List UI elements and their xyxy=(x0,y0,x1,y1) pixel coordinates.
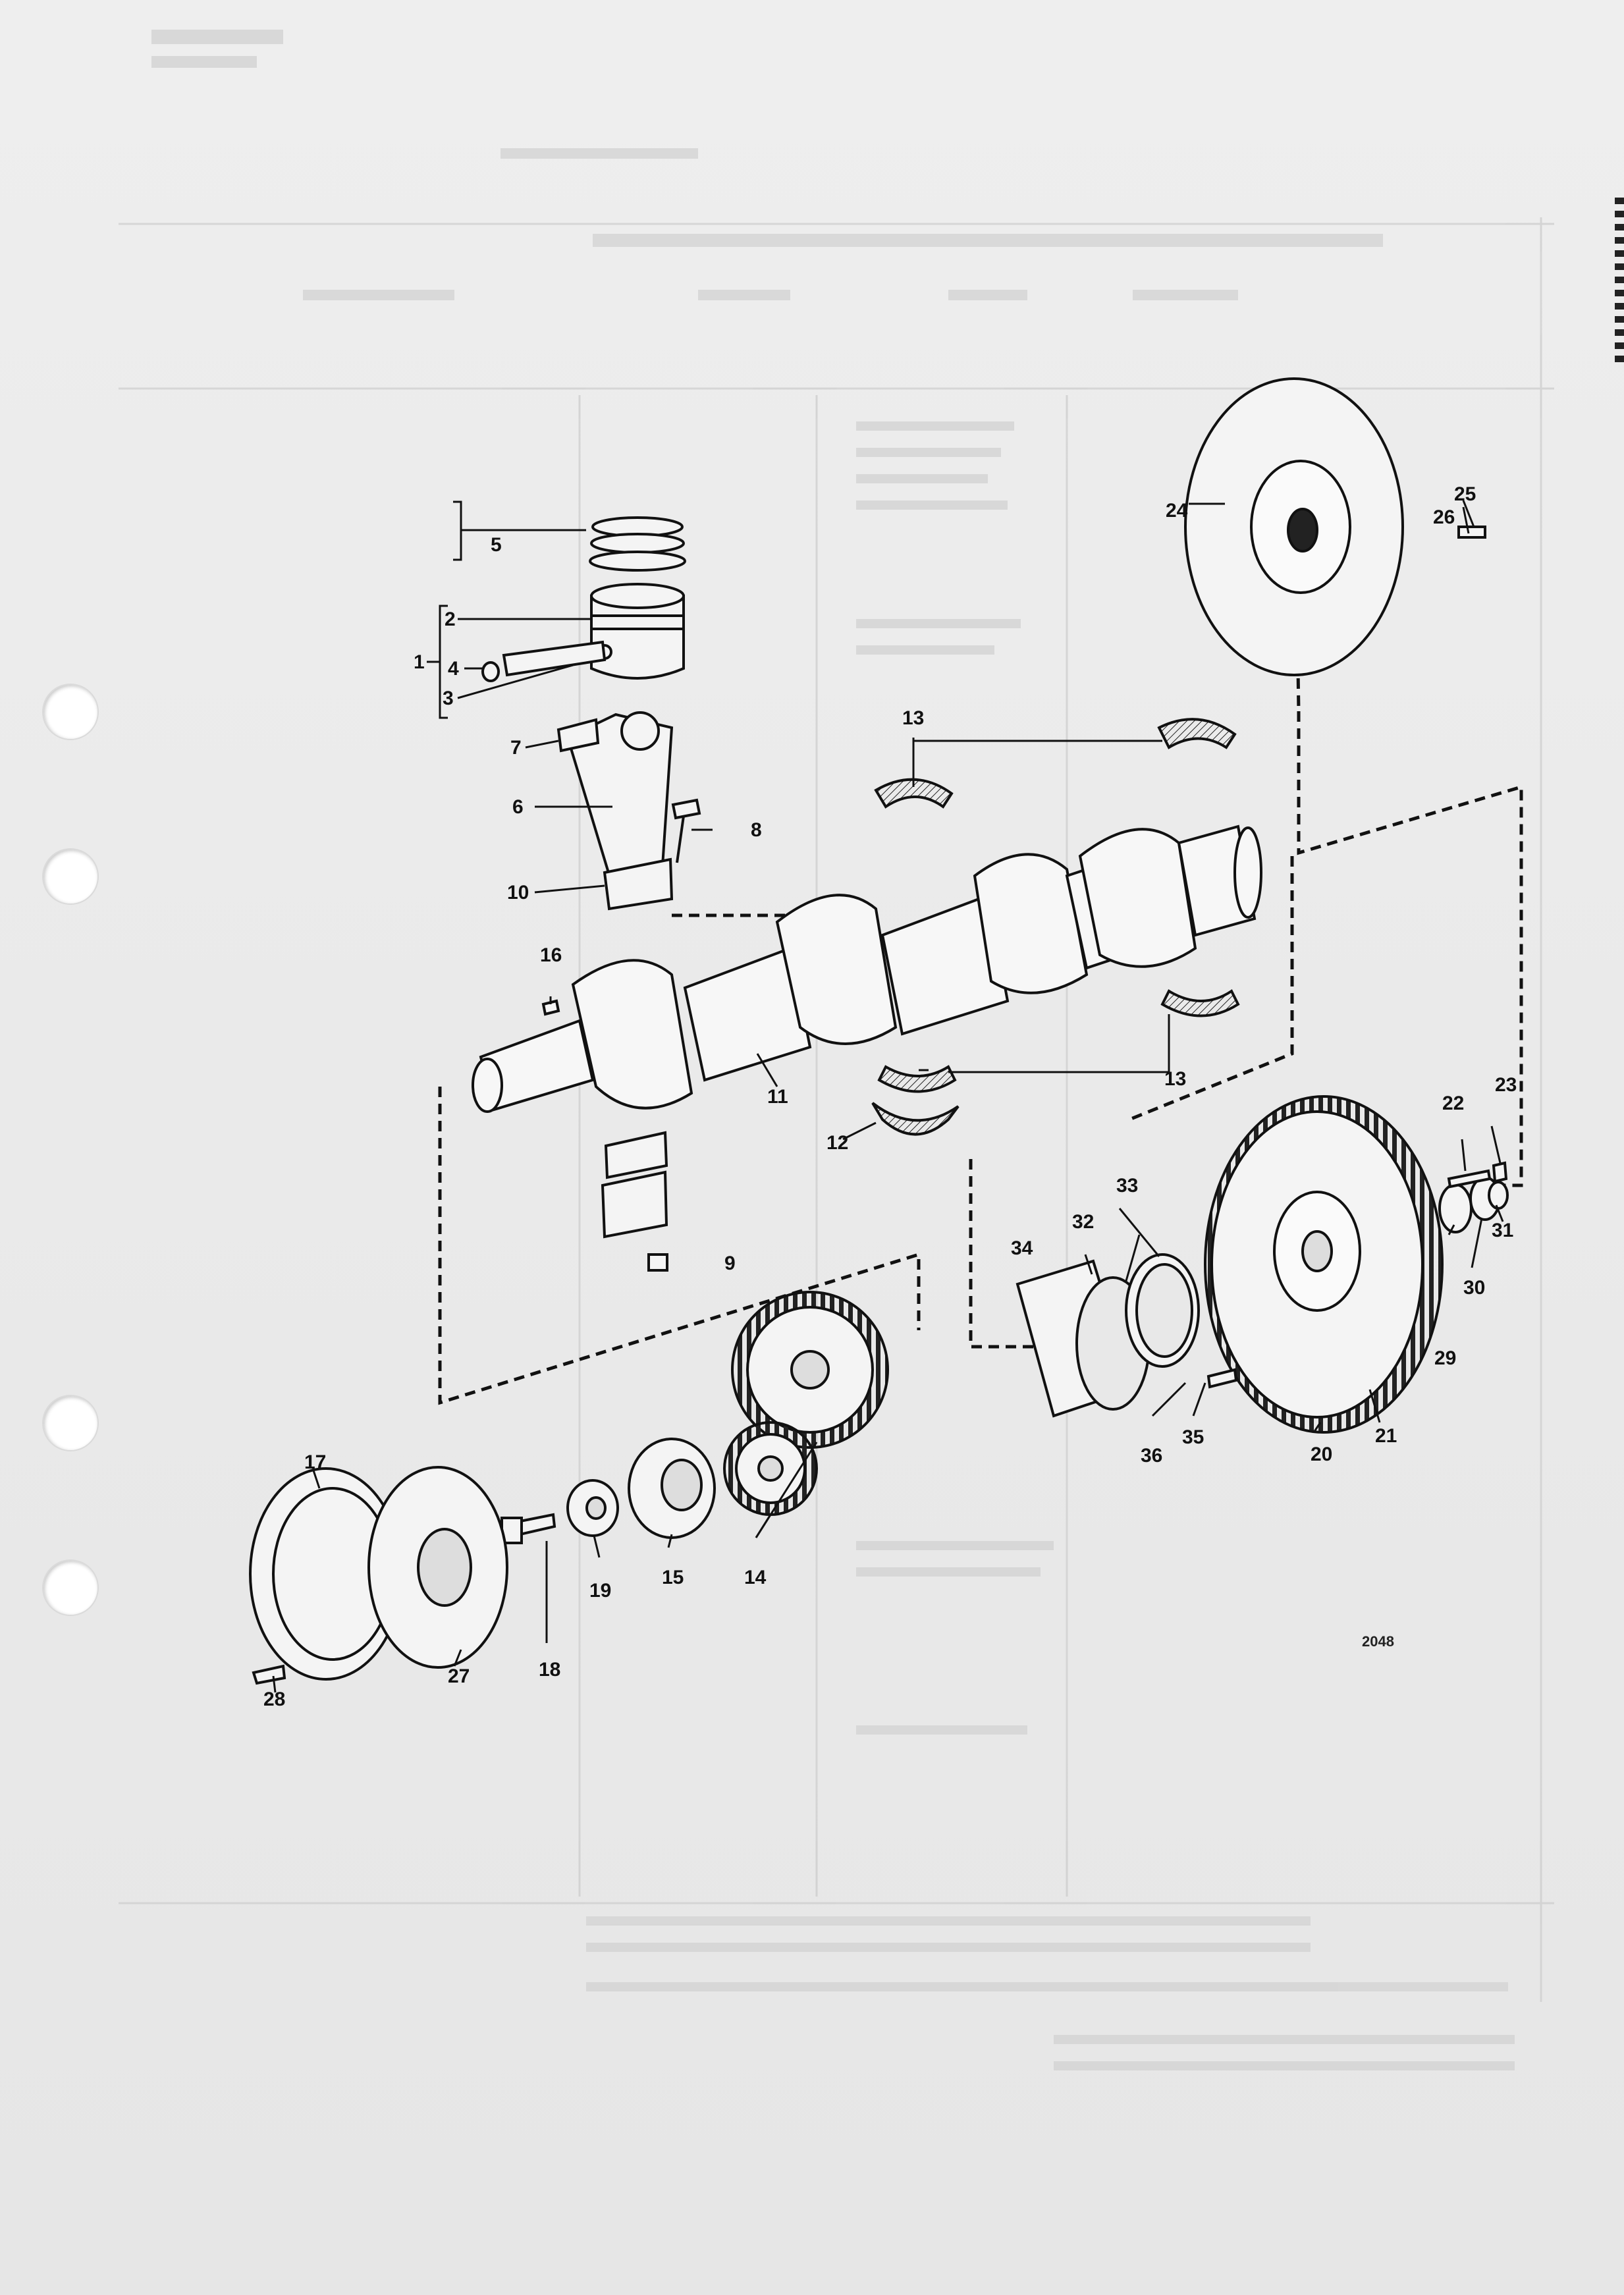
callout-26: 26 xyxy=(1433,506,1455,528)
pulleys xyxy=(249,1466,508,1685)
callout-14: 14 xyxy=(744,1567,767,1588)
callout-28: 28 xyxy=(263,1688,285,1710)
callout-4: 4 xyxy=(448,658,459,680)
binder-hole xyxy=(43,850,97,904)
callout-11: 11 xyxy=(767,1086,788,1108)
callout-10: 10 xyxy=(507,882,529,904)
callout-8: 8 xyxy=(751,819,762,841)
callout-19: 19 xyxy=(589,1580,611,1602)
callout-33: 33 xyxy=(1116,1175,1138,1197)
callout-35: 35 xyxy=(1182,1426,1204,1448)
rear-seal-parts xyxy=(1015,1161,1509,1418)
crankshaft xyxy=(472,824,1262,1113)
callout-23: 23 xyxy=(1495,1074,1517,1096)
crank-hub-parts xyxy=(501,1438,716,1544)
callout-6: 6 xyxy=(512,796,524,818)
connecting-rod xyxy=(556,711,701,1272)
main-bearings xyxy=(871,718,1240,1136)
page-edge-perforation xyxy=(1615,198,1624,369)
flywheel xyxy=(1204,1095,1444,1434)
callout-1: 1 xyxy=(414,651,425,673)
callout-13: 13 xyxy=(902,707,924,729)
clutch-disc xyxy=(1184,377,1486,676)
piston-assembly xyxy=(481,516,686,682)
part-callouts: 1 2 3 4 5 6 7 8 9 10 11 12 13 13 14 15 1… xyxy=(263,483,1517,1710)
binder-hole xyxy=(43,1561,97,1615)
callout-17: 17 xyxy=(304,1451,326,1473)
callout-25: 25 xyxy=(1454,483,1476,505)
callout-30: 30 xyxy=(1463,1277,1485,1299)
callout-18: 18 xyxy=(539,1659,560,1681)
callout-21: 21 xyxy=(1375,1425,1397,1447)
callout-3: 3 xyxy=(443,688,454,709)
callout-24: 24 xyxy=(1166,500,1188,522)
callout-2: 2 xyxy=(445,608,456,630)
binder-hole xyxy=(43,685,97,739)
timing-gears xyxy=(723,1291,889,1516)
callout-13: 13 xyxy=(1164,1068,1186,1090)
callout-7: 7 xyxy=(510,737,522,759)
leader-lines xyxy=(272,500,1504,1693)
callout-12: 12 xyxy=(826,1132,848,1154)
callout-32: 32 xyxy=(1072,1211,1094,1233)
callout-15: 15 xyxy=(662,1567,684,1588)
callout-9: 9 xyxy=(724,1253,736,1274)
callout-29: 29 xyxy=(1434,1347,1456,1369)
binder-hole xyxy=(43,1396,97,1450)
callout-5: 5 xyxy=(491,534,502,556)
figure-number: 2048 xyxy=(1362,1633,1394,1650)
callout-22: 22 xyxy=(1442,1093,1464,1114)
callout-34: 34 xyxy=(1011,1237,1033,1259)
callout-36: 36 xyxy=(1141,1445,1162,1467)
callout-20: 20 xyxy=(1311,1444,1332,1465)
callout-31: 31 xyxy=(1492,1220,1513,1241)
callout-27: 27 xyxy=(448,1665,470,1687)
callout-16: 16 xyxy=(540,944,562,966)
